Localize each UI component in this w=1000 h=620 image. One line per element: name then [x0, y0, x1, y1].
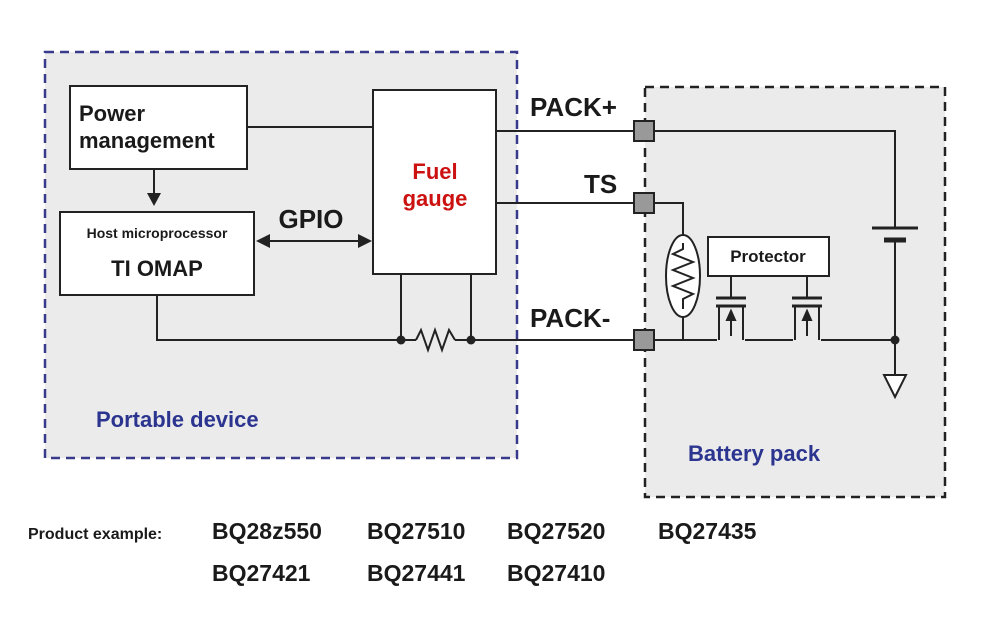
product-item: BQ27435 — [658, 518, 757, 544]
ti-omap-label: TI OMAP — [111, 256, 203, 281]
pack-minus-label: PACK- — [530, 303, 610, 333]
pack-plus-terminal — [633, 120, 655, 142]
ts-terminal — [633, 192, 655, 214]
battery-cell-icon — [872, 226, 918, 243]
power-management-label-line1: Power — [79, 101, 145, 126]
product-item: BQ27510 — [367, 518, 465, 544]
fuel-gauge-block — [372, 89, 497, 275]
protector-label: Protector — [730, 247, 806, 266]
product-item: BQ27410 — [507, 560, 605, 586]
pack-minus-terminal — [633, 329, 655, 351]
fuel-gauge-label-line1: Fuel — [412, 159, 457, 184]
gpio-arrow — [256, 234, 372, 248]
ground-icon — [882, 374, 908, 400]
mosfet-icon-2 — [792, 276, 822, 340]
portable-device-label: Portable device — [96, 407, 259, 432]
power-to-host-arrow — [147, 169, 161, 206]
sense-node-left — [396, 335, 406, 345]
protector-block — [707, 236, 830, 277]
sense-line — [156, 274, 637, 354]
power-management-label-line2: management — [79, 128, 215, 153]
power-management-block — [69, 85, 248, 170]
host-microprocessor-label: Host microprocessor — [87, 225, 228, 241]
battery-wiring — [654, 130, 896, 392]
gpio-label: GPIO — [278, 204, 343, 234]
product-item: BQ28z550 — [212, 518, 322, 544]
battery-node — [890, 335, 900, 345]
product-list: BQ28z550 BQ27510 BQ27520 BQ27435 BQ27421… — [212, 518, 757, 586]
ts-label: TS — [584, 169, 617, 199]
battery-pack-label: Battery pack — [688, 441, 821, 466]
fuel-gauge-label-line2: gauge — [403, 186, 468, 211]
product-item: BQ27421 — [212, 560, 311, 586]
product-example-label: Product example: — [28, 526, 162, 543]
sense-node-right — [466, 335, 476, 345]
mosfet-icon-1 — [716, 276, 746, 340]
thermistor-icon — [665, 234, 701, 318]
product-item: BQ27520 — [507, 518, 605, 544]
product-item: BQ27441 — [367, 560, 466, 586]
pack-plus-label: PACK+ — [530, 92, 617, 122]
